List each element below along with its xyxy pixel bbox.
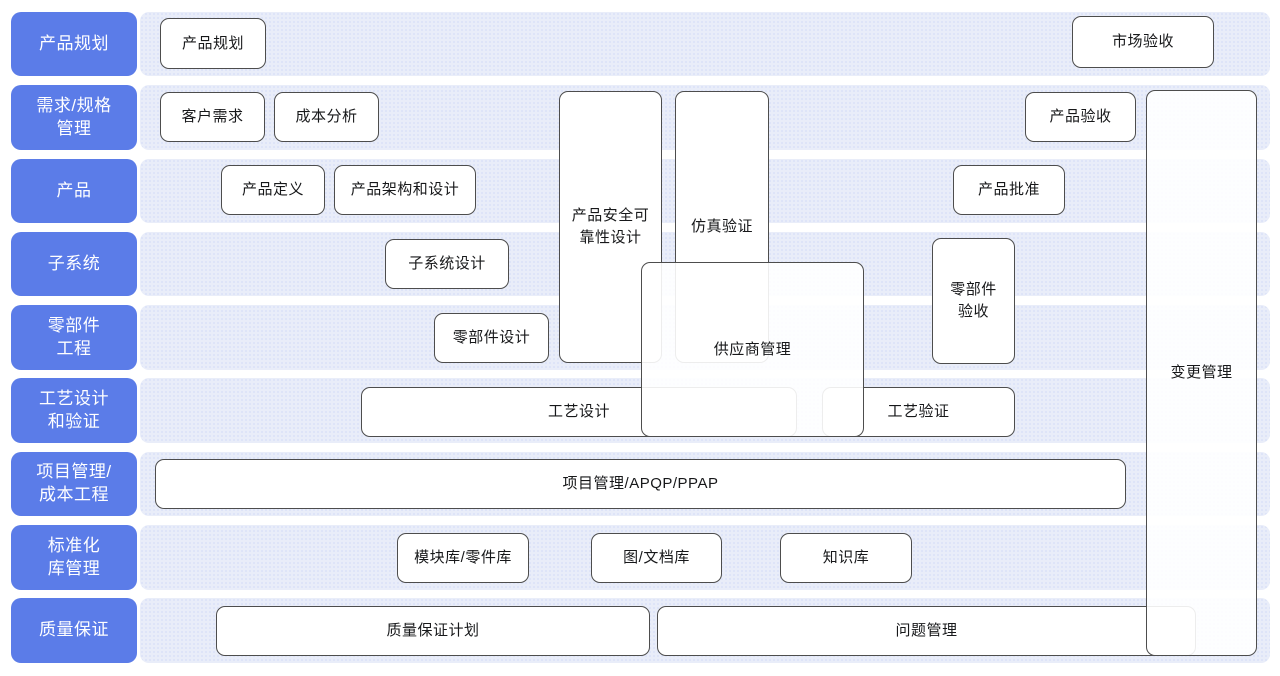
- node-product-architecture-design[interactable]: 产品架构和设计: [334, 165, 476, 215]
- lane-label-project-management[interactable]: 项目管理/ 成本工程: [11, 452, 137, 516]
- lane-label-product-planning[interactable]: 产品规划: [11, 12, 137, 76]
- node-product-approval[interactable]: 产品批准: [953, 165, 1065, 215]
- node-customer-requirements[interactable]: 客户需求: [160, 92, 265, 142]
- node-product-definition[interactable]: 产品定义: [221, 165, 325, 215]
- node-product-acceptance[interactable]: 产品验收: [1025, 92, 1136, 142]
- node-parts-design[interactable]: 零部件设计: [434, 313, 549, 363]
- node-product-planning[interactable]: 产品规划: [160, 18, 266, 69]
- node-market-acceptance[interactable]: 市场验收: [1072, 16, 1214, 68]
- node-cost-analysis[interactable]: 成本分析: [274, 92, 379, 142]
- lane-label-subsystem[interactable]: 子系统: [11, 232, 137, 296]
- node-issue-management[interactable]: 问题管理: [657, 606, 1196, 656]
- lane-label-quality-assurance[interactable]: 质量保证: [11, 598, 137, 663]
- lane-label-process-design[interactable]: 工艺设计 和验证: [11, 378, 137, 443]
- node-knowledge-base[interactable]: 知识库: [780, 533, 912, 583]
- lane-label-parts-engineering[interactable]: 零部件 工程: [11, 305, 137, 370]
- node-parts-acceptance[interactable]: 零部件 验收: [932, 238, 1015, 364]
- lane-label-standard-library[interactable]: 标准化 库管理: [11, 525, 137, 590]
- node-module-library-parts-library[interactable]: 模块库/零件库: [397, 533, 529, 583]
- node-drawing-document-library[interactable]: 图/文档库: [591, 533, 722, 583]
- node-quality-assurance-plan[interactable]: 质量保证计划: [216, 606, 650, 656]
- node-project-management-apqp-ppap[interactable]: 项目管理/APQP/PPAP: [155, 459, 1126, 509]
- lane-label-requirements-spec[interactable]: 需求/规格 管理: [11, 85, 137, 150]
- node-subsystem-design[interactable]: 子系统设计: [385, 239, 509, 289]
- lane-label-product[interactable]: 产品: [11, 159, 137, 223]
- node-change-management[interactable]: 变更管理: [1146, 90, 1257, 656]
- node-supplier-management[interactable]: 供应商管理: [641, 262, 864, 437]
